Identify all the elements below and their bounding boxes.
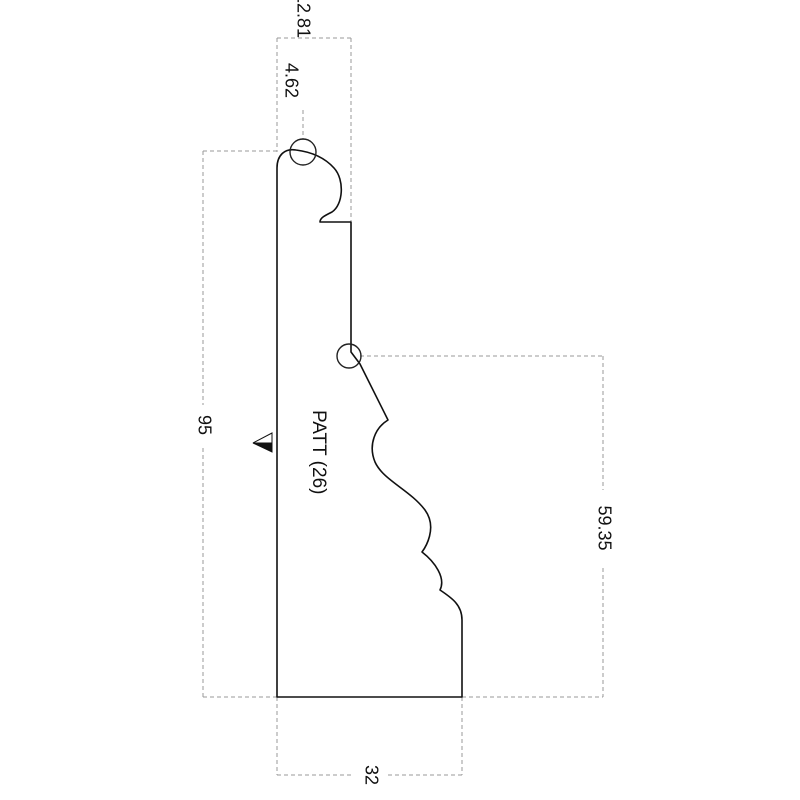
top-inner-dimension-label: 4.62	[281, 63, 301, 98]
profile-label: PATT (26)	[308, 410, 329, 494]
top-outer-dimension-label: 12.81	[293, 0, 313, 38]
dimension-lines	[202, 37, 604, 776]
direction-marker-icon	[252, 432, 273, 453]
step-reference-circle	[336, 343, 362, 369]
lower-height-dimension-label: 59.35	[594, 505, 614, 550]
height-dimension-label: 95	[194, 415, 214, 435]
width-dimension-label: 32	[361, 765, 381, 785]
moulding-profile-outline	[276, 148, 463, 698]
top-reference-circle	[289, 138, 317, 166]
